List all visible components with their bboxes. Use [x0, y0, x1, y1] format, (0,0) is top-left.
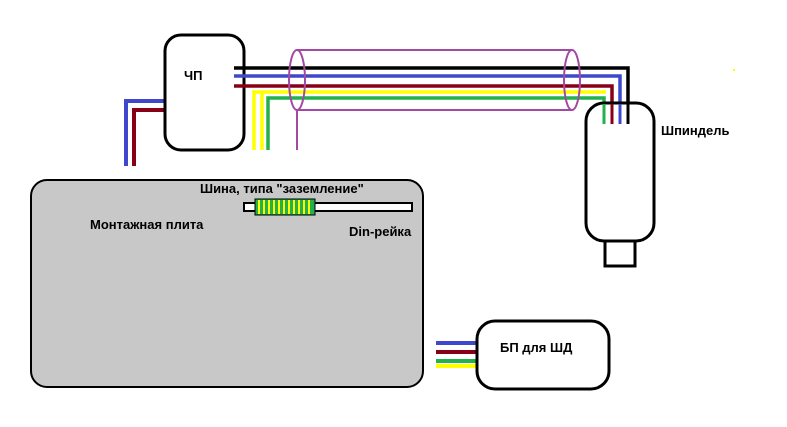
wire-green	[266, 96, 606, 150]
mounting-plate	[30, 179, 424, 388]
mounting-plate-label: Монтажная плита	[90, 217, 204, 232]
vfd-label: ЧП	[184, 68, 202, 83]
din-rail	[243, 202, 413, 212]
spindle-label: Шпиндель	[661, 123, 730, 138]
wire-red-power	[132, 108, 176, 166]
spindle	[584, 101, 656, 268]
psu-box	[475, 319, 611, 391]
ground-bus	[254, 198, 316, 216]
wire-yellow	[252, 90, 606, 150]
din-rail-label: Din-рейка	[349, 224, 412, 239]
psu-label: БП для ШД	[500, 340, 573, 355]
cable-shield	[288, 49, 581, 150]
spindle-shaft	[603, 239, 637, 268]
vfd-power-wires	[124, 99, 176, 166]
vfd-box	[163, 33, 246, 152]
stray-mark	[733, 69, 735, 71]
ground-bus-label: Шина, типа "заземление"	[200, 181, 364, 196]
wire-blue-power	[124, 99, 176, 166]
